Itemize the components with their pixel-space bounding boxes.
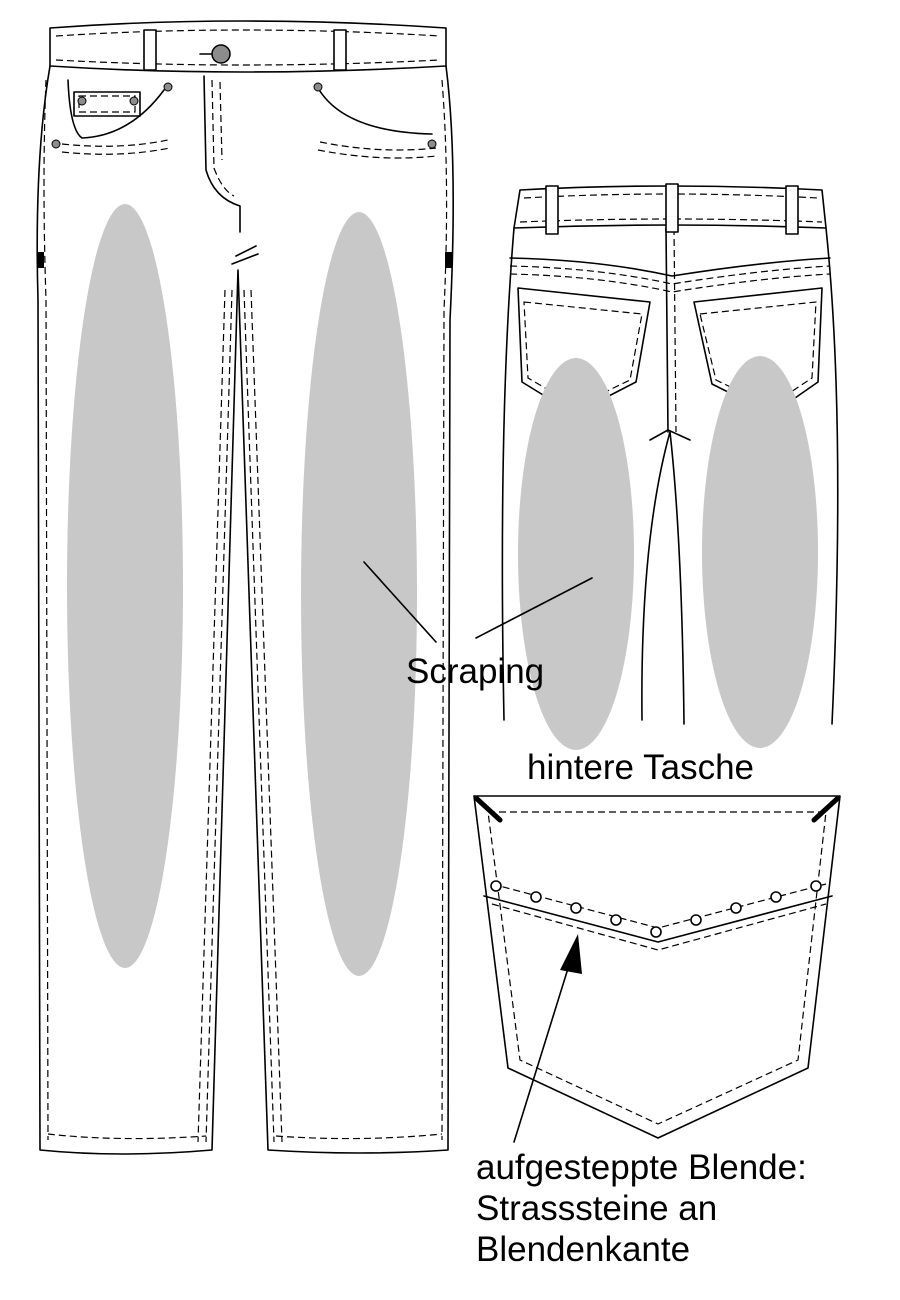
scraping-zone-front-right — [301, 212, 417, 976]
back-pocket-title: hintere Tasche — [527, 748, 755, 787]
scraping-zone-front-left — [67, 204, 183, 968]
leader-lines — [363, 561, 593, 1143]
arrowhead-icon — [560, 934, 582, 974]
scraping-zone-back-right — [702, 356, 818, 748]
scraping-zone-back-left — [518, 358, 634, 750]
back-view-jeans — [501, 183, 839, 750]
scraping-label: Scraping — [406, 652, 545, 691]
front-view-jeans — [36, 20, 454, 1155]
detail-note-line: Strasssteine an — [476, 1188, 718, 1228]
back-pocket-detail — [473, 795, 841, 1139]
detail-note-line: aufgesteppte Blende: — [476, 1148, 807, 1187]
detail-note-line: Blendenkante — [476, 1229, 691, 1269]
detail-note: aufgesteppte Blende: Strasssteine an Ble… — [476, 1148, 807, 1271]
